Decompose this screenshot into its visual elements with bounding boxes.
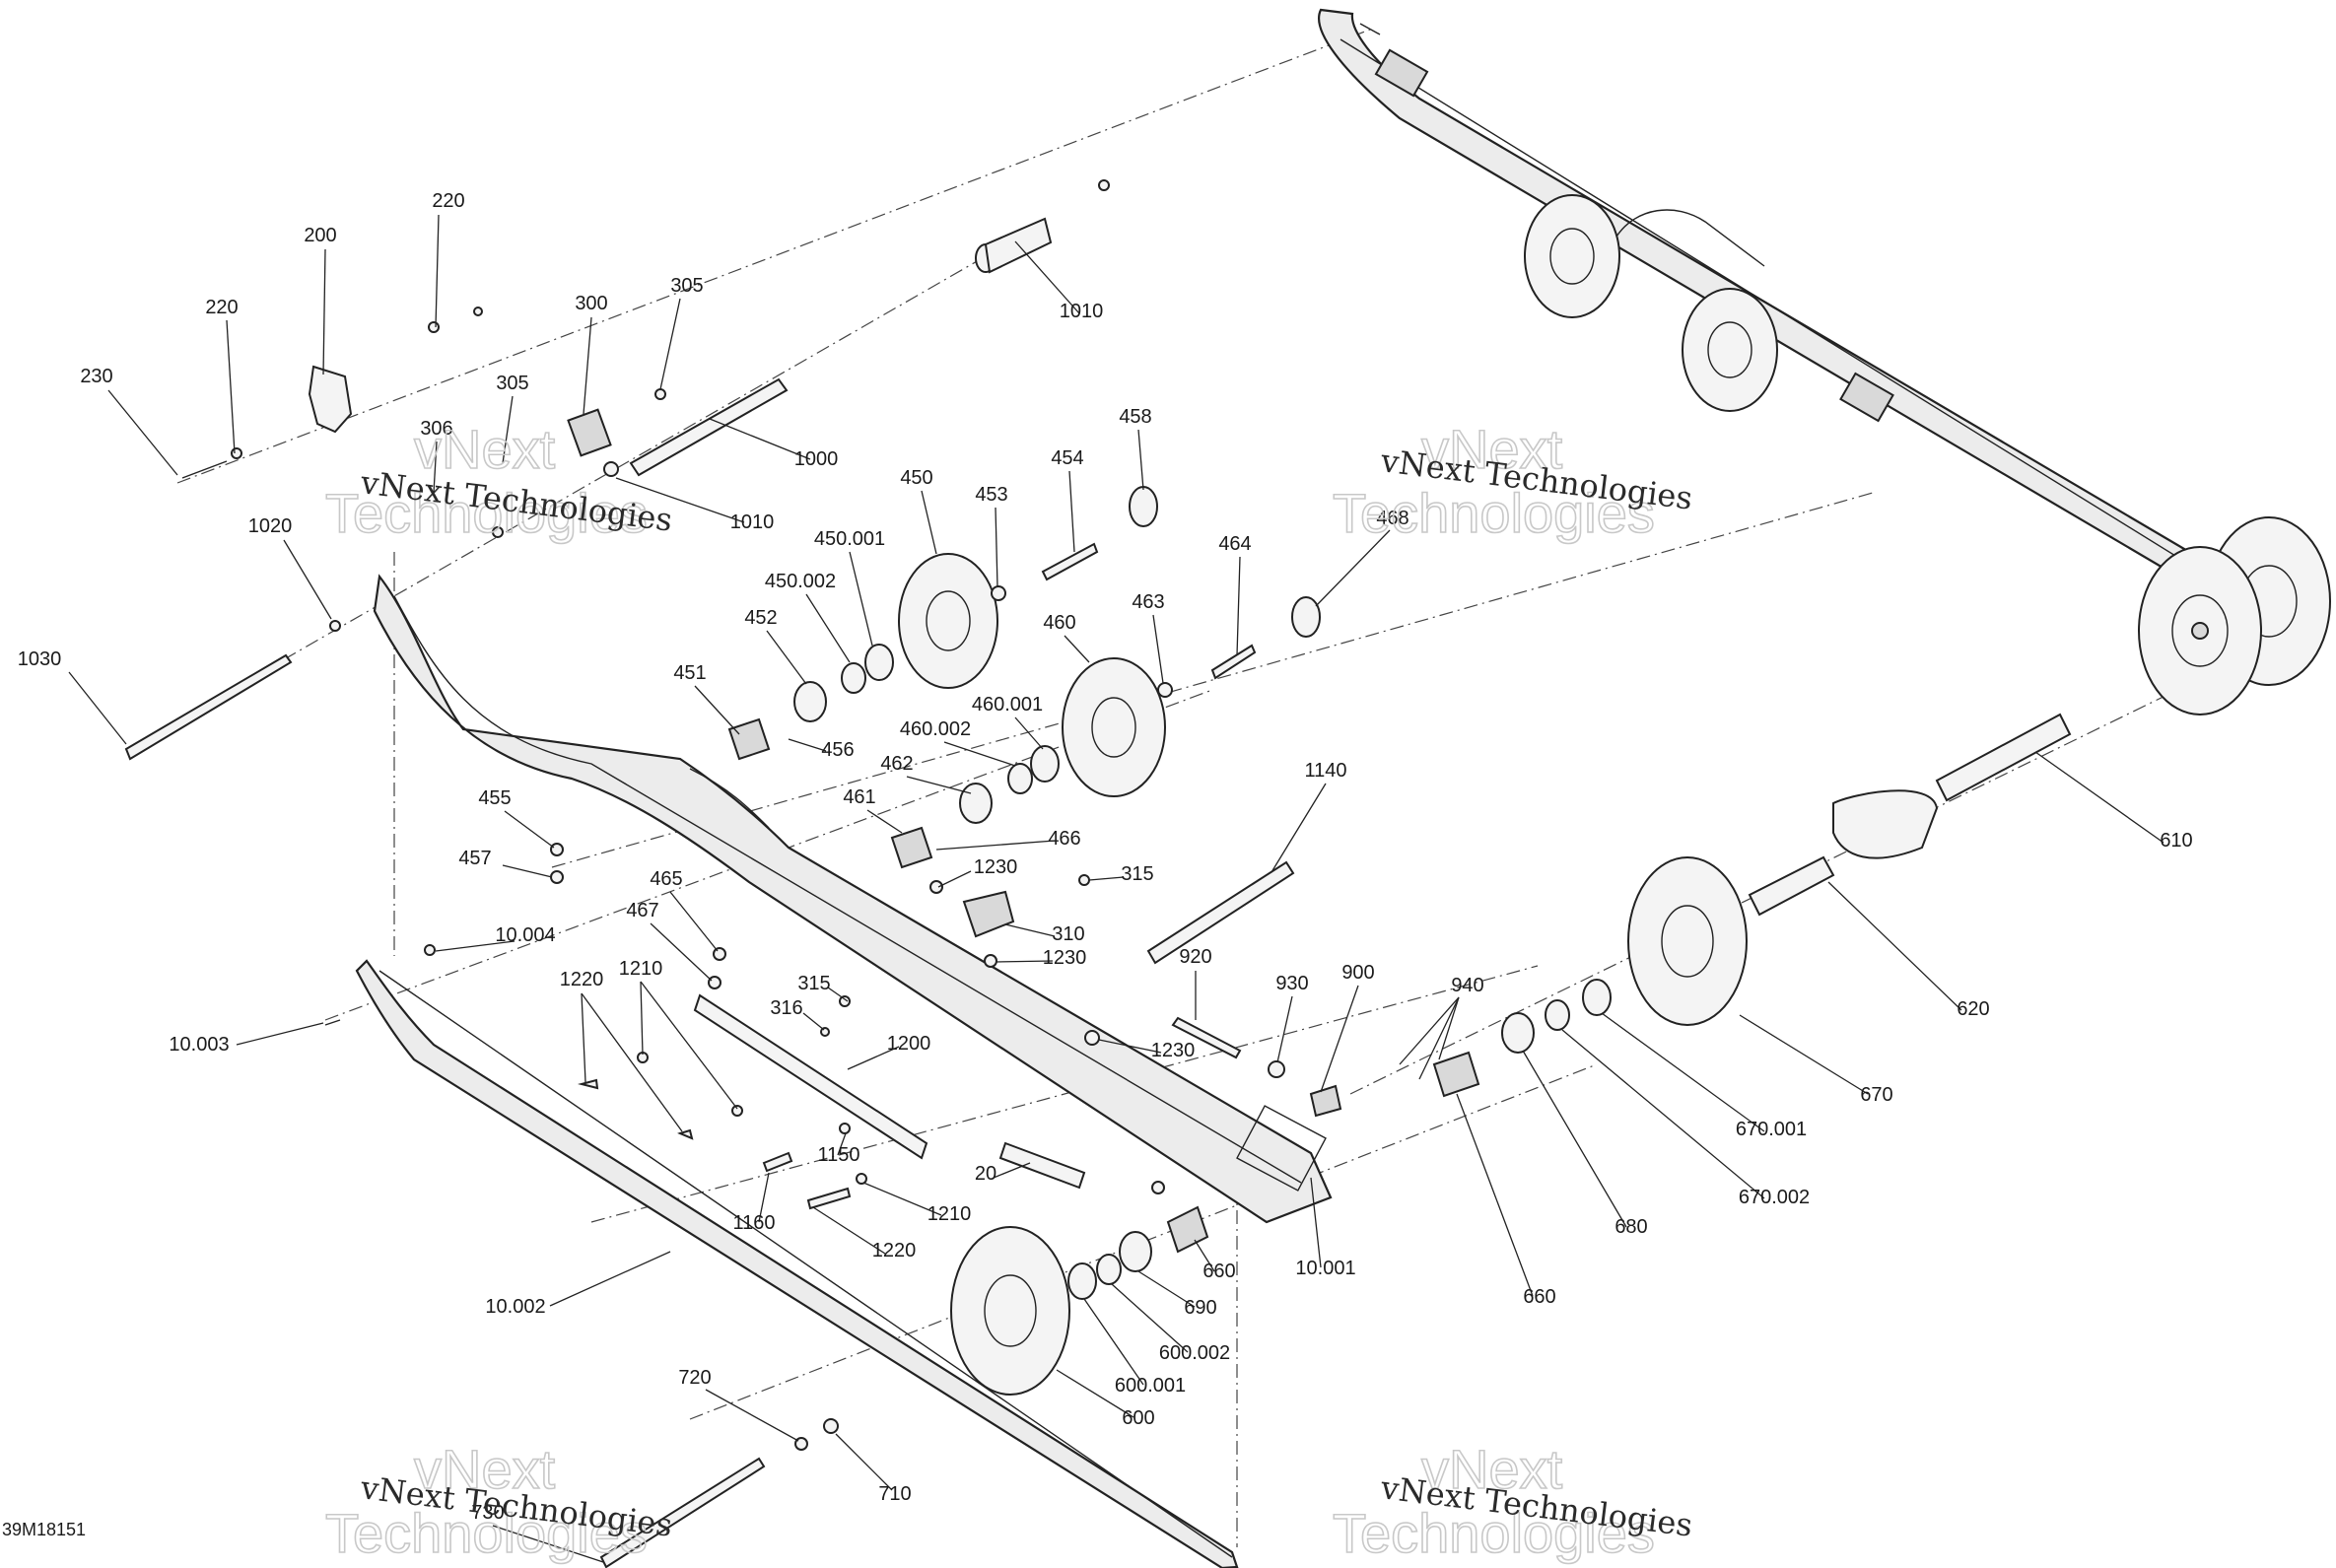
assembly-axis-lines xyxy=(127,29,2219,1547)
svg-text:vNext: vNext xyxy=(1421,1438,1563,1500)
part-label-680: 680 xyxy=(1615,1216,1647,1238)
part-label-454: 454 xyxy=(1051,447,1083,469)
svg-text:vNext: vNext xyxy=(414,418,556,480)
part-label-920: 920 xyxy=(1179,946,1211,968)
part-label-1230c: 1230 xyxy=(1151,1040,1196,1061)
part-label-1020: 1020 xyxy=(248,515,293,537)
part-label-450: 450 xyxy=(900,467,932,489)
part-label-458: 458 xyxy=(1119,406,1151,428)
part-label-10.002: 10.002 xyxy=(485,1296,545,1318)
part-label-1220b: 1220 xyxy=(872,1240,917,1261)
part-label-1030: 1030 xyxy=(18,648,62,670)
part-label-450.002: 450.002 xyxy=(765,571,836,592)
part-label-1230a: 1230 xyxy=(974,856,1018,878)
part-label-1010a: 1010 xyxy=(1060,301,1104,322)
part-label-453: 453 xyxy=(975,484,1007,506)
part-label-465: 465 xyxy=(650,868,682,890)
part-label-300: 300 xyxy=(575,293,607,314)
part-label-600.002: 600.002 xyxy=(1159,1342,1230,1364)
upper-rail-assembly xyxy=(1318,8,2331,716)
part-label-310: 310 xyxy=(1052,923,1084,945)
part-label-1210a: 1210 xyxy=(619,958,663,980)
watermark-top-right: Technologies vNext vNext Technologies xyxy=(1332,417,1694,545)
misc-hardware xyxy=(324,843,1342,1568)
svg-text:Technologies: Technologies xyxy=(325,1502,648,1564)
part-label-690: 690 xyxy=(1184,1297,1216,1319)
part-label-710: 710 xyxy=(878,1483,911,1505)
part-label-460: 460 xyxy=(1043,612,1075,634)
part-number-labels: 220 200 220 230 300 305 305 306 1010 1000 1010 458 4… xyxy=(18,190,2193,1524)
part-label-730: 730 xyxy=(471,1502,504,1524)
part-label-660b: 660 xyxy=(1523,1286,1555,1308)
part-label-467: 467 xyxy=(626,900,658,921)
part-label-220b: 220 xyxy=(205,297,238,318)
part-label-450.001: 450.001 xyxy=(814,528,885,550)
part-label-305a: 305 xyxy=(670,275,703,297)
reference-code: 39M18151 xyxy=(2,1520,86,1539)
part-label-10.001: 10.001 xyxy=(1295,1258,1355,1279)
part-label-10.004: 10.004 xyxy=(495,924,555,946)
part-label-316: 316 xyxy=(770,997,802,1019)
wheel-set-670 xyxy=(1432,713,2072,1098)
part-label-10.003: 10.003 xyxy=(169,1034,229,1056)
part-label-457: 457 xyxy=(458,848,491,869)
svg-text:vNext: vNext xyxy=(1421,418,1563,480)
part-label-456: 456 xyxy=(821,739,854,761)
part-label-900: 900 xyxy=(1341,962,1374,984)
part-label-1200: 1200 xyxy=(887,1033,931,1055)
part-label-1160: 1160 xyxy=(732,1212,775,1234)
part-label-620: 620 xyxy=(1957,998,1989,1020)
part-label-451: 451 xyxy=(673,662,706,684)
part-label-1220a: 1220 xyxy=(560,969,604,990)
part-label-1010b: 1010 xyxy=(730,511,775,533)
leader-lines xyxy=(68,214,2164,1563)
part-label-600.001: 600.001 xyxy=(1115,1375,1186,1397)
part-label-315a: 315 xyxy=(1121,863,1153,885)
part-label-466: 466 xyxy=(1048,828,1080,850)
part-label-20: 20 xyxy=(975,1163,996,1185)
part-label-930: 930 xyxy=(1275,973,1308,994)
part-label-464: 464 xyxy=(1218,533,1251,555)
part-label-455: 455 xyxy=(478,787,511,809)
part-label-306: 306 xyxy=(420,418,452,440)
part-label-720: 720 xyxy=(678,1367,711,1389)
part-label-600: 600 xyxy=(1122,1407,1154,1429)
part-label-452: 452 xyxy=(744,607,777,629)
front-parts xyxy=(124,179,1110,761)
part-label-230: 230 xyxy=(80,366,112,387)
watermark-bottom-right: Technologies vNext vNext Technologies xyxy=(1332,1437,1694,1565)
wheel-set-450 xyxy=(727,486,1158,761)
part-label-462: 462 xyxy=(880,753,913,775)
part-label-1230b: 1230 xyxy=(1043,947,1087,969)
part-label-660a: 660 xyxy=(1202,1261,1235,1282)
part-label-670.002: 670.002 xyxy=(1739,1187,1810,1208)
svg-text:Technologies: Technologies xyxy=(1333,1502,1655,1564)
wheel-set-460 xyxy=(890,596,1321,869)
part-label-468: 468 xyxy=(1376,508,1408,529)
part-label-1000: 1000 xyxy=(794,448,839,470)
part-label-670.001: 670.001 xyxy=(1736,1119,1807,1140)
part-label-460.002: 460.002 xyxy=(900,718,971,740)
svg-text:vNext: vNext xyxy=(414,1438,556,1500)
part-label-1210b: 1210 xyxy=(928,1203,972,1225)
part-label-461: 461 xyxy=(843,786,875,808)
part-label-1140: 1140 xyxy=(1304,760,1346,782)
svg-text:Technologies: Technologies xyxy=(1333,482,1655,544)
part-label-305b: 305 xyxy=(496,373,528,394)
part-label-220a: 220 xyxy=(432,190,464,212)
part-label-940: 940 xyxy=(1451,975,1483,996)
part-label-200: 200 xyxy=(304,225,336,246)
part-label-315b: 315 xyxy=(797,973,830,994)
part-label-1150: 1150 xyxy=(817,1144,859,1166)
wheel-set-600 xyxy=(950,1181,1209,1396)
part-label-460.001: 460.001 xyxy=(972,694,1043,716)
main-slide-rail xyxy=(373,574,1333,1224)
watermark-top-left: Technologies vNext vNext Technologies xyxy=(324,417,674,545)
part-label-670: 670 xyxy=(1860,1084,1892,1106)
svg-text:Technologies: Technologies xyxy=(325,482,648,544)
part-label-610: 610 xyxy=(2160,830,2192,852)
part-label-463: 463 xyxy=(1132,591,1164,613)
watermark-bottom-left: Technologies vNext vNext Technologies xyxy=(324,1437,674,1565)
